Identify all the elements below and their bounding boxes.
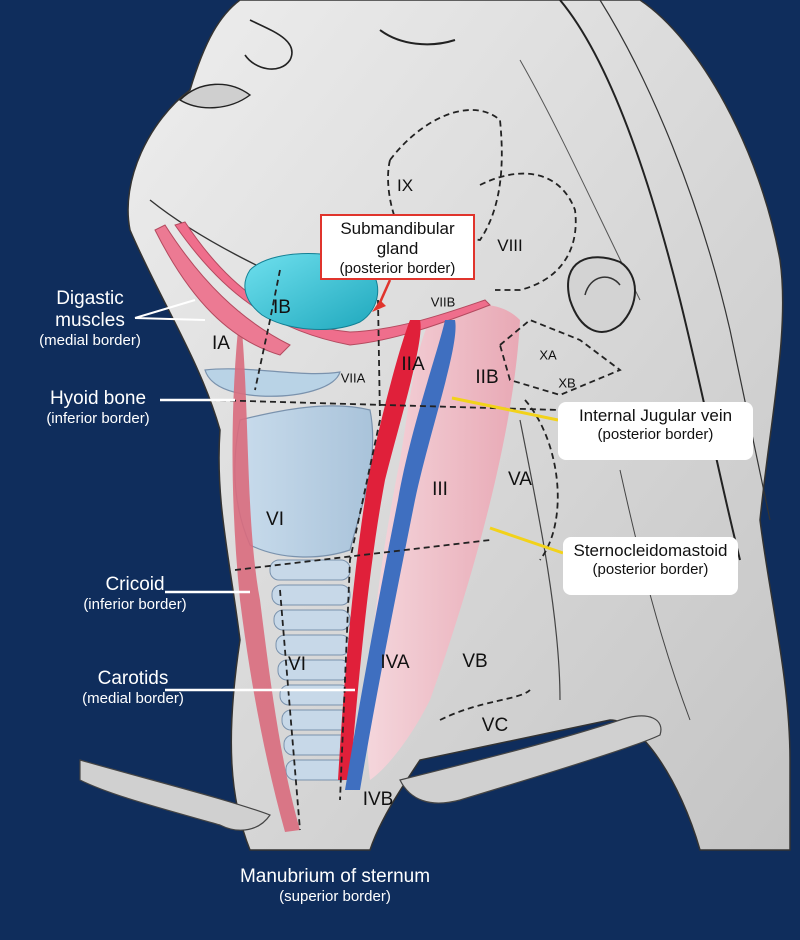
level-vi-lower-label: VI [288, 654, 306, 675]
manubrium-label: Manubrium of sternum (superior border) [190, 866, 480, 905]
hair-strand [599, 0, 771, 521]
manubrium-label-sub: (superior border) [279, 887, 391, 905]
digastic-label-line1: Digastic [56, 288, 124, 309]
level-vb-label: VB [462, 651, 488, 672]
scm-label-sub: (posterior border) [592, 561, 709, 579]
ear [567, 256, 636, 333]
ijv-label-sub: (posterior border) [597, 426, 714, 444]
level-xa-label: XA [539, 347, 557, 363]
scm-label: Sternocleidomastoid (posterior border) [563, 537, 738, 595]
neck-contour [519, 419, 561, 701]
level-viii-label: VIII [497, 236, 523, 255]
submandibular-label-sub: (posterior border) [339, 259, 456, 277]
level-vi-upper-label: VI [266, 509, 284, 530]
nose-outline [244, 19, 293, 70]
hyoid-label-sub: (inferior border) [46, 409, 150, 427]
carotid-artery [338, 320, 421, 780]
internal-jugular-vein [345, 320, 456, 790]
carotids-label-sub: (medial border) [82, 689, 184, 707]
clavicle-left [79, 759, 271, 831]
submandibular-label-line2: gland [376, 239, 419, 259]
carotids-label: Carotids (medial border) [58, 668, 208, 707]
lips-outline [178, 83, 252, 109]
ijv-label: Internal Jugular vein (posterior border) [558, 402, 753, 460]
scm-label-main: Sternocleidomastoid [573, 541, 728, 560]
digastic-label-sub: (medial border) [39, 331, 141, 349]
level-ivb-label: IVB [362, 789, 394, 810]
hair-outline [559, 0, 741, 561]
level-xb-label: XB [558, 375, 576, 391]
hyoid-label-main: Hyoid bone [49, 388, 147, 409]
ear-inner [584, 276, 621, 296]
clavicle [399, 715, 662, 804]
level-ix-label: IX [396, 176, 414, 195]
level-iib-label: IIB [475, 367, 499, 388]
level-va-label: VA [508, 469, 532, 490]
strap-muscle [232, 310, 300, 832]
level-ia-label: IA [212, 333, 230, 354]
level-iva-label: IVA [380, 652, 410, 673]
submandibular-arrowhead [372, 300, 386, 312]
hyoid-label: Hyoid bone (inferior border) [28, 388, 168, 427]
level-iii-label: III [432, 479, 448, 500]
digastic-label: Digastic muscles (medial border) [20, 288, 160, 349]
level-ib-label: IB [273, 297, 291, 318]
cricoid-label-sub: (inferior border) [83, 595, 187, 613]
submandibular-label-line1: Submandibular [340, 219, 455, 238]
manubrium-label-main: Manubrium of sternum [239, 866, 431, 887]
cricoid-label-main: Cricoid [105, 574, 165, 595]
digastic-label-line2: muscles [55, 309, 125, 331]
sternocleidomastoid-muscle [367, 305, 520, 780]
level-vc-label: VC [481, 715, 509, 736]
carotids-label-main: Carotids [97, 668, 169, 689]
ijv-pointer [451, 396, 559, 422]
neck-contour [619, 469, 691, 721]
digastic-pointer [134, 299, 206, 321]
level-viib-label: VIIB [430, 294, 456, 310]
digastric-muscle-anterior [154, 224, 291, 356]
scm-pointer [489, 526, 564, 555]
thyroid-cartilage [234, 405, 374, 558]
ijv-label-main: Internal Jugular vein [578, 406, 733, 425]
level-viia-label: VIIA [340, 370, 366, 386]
level-iia-label: IIA [401, 354, 425, 375]
submandibular-label: Submandibular gland (posterior border) [320, 214, 475, 280]
cricoid-label: Cricoid (inferior border) [65, 574, 205, 613]
eyelash [379, 29, 456, 46]
